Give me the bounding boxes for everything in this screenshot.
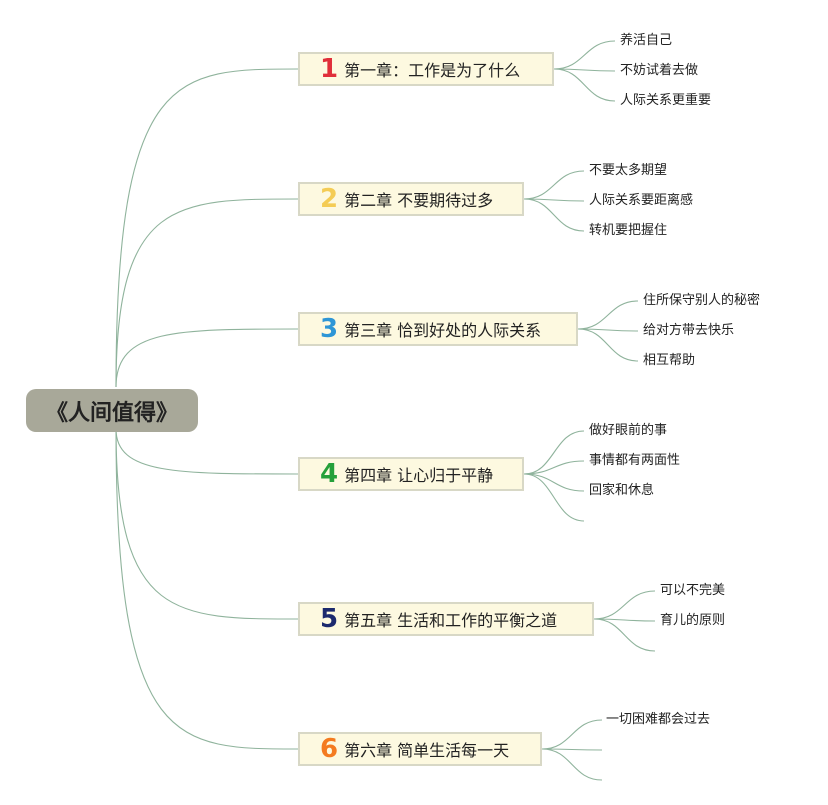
- leaf-item[interactable]: 做好眼前的事: [589, 423, 668, 438]
- root-link-2: [115, 198, 299, 388]
- leaf-item[interactable]: 相互帮助: [643, 353, 696, 368]
- leaf-link: [523, 198, 585, 232]
- chapter-title: 第四章 让心归于平静: [344, 466, 494, 485]
- leaf-item[interactable]: 养活自己: [620, 33, 673, 48]
- chapter-title: 第一章：工作是为了什么: [344, 61, 521, 80]
- leaf-link: [523, 460, 585, 475]
- chapter-node-5[interactable]: 5 第五章 生活和工作的平衡之道: [298, 602, 594, 636]
- chapter-node-4[interactable]: 4 第四章 让心归于平静: [298, 457, 524, 491]
- leaf-link: [523, 170, 585, 200]
- chapter-number: 4: [320, 459, 339, 489]
- leaf-item[interactable]: 不要太多期望: [589, 163, 668, 178]
- leaf-link: [523, 473, 585, 522]
- leaf-item[interactable]: 事情都有两面性: [589, 453, 681, 468]
- chapter-number: 1: [320, 54, 339, 84]
- leaf-item[interactable]: 转机要把握住: [589, 223, 668, 238]
- chapter-title: 第五章 生活和工作的平衡之道: [344, 611, 558, 630]
- leaf-link: [541, 748, 603, 781]
- leaf-item[interactable]: 一切困难都会过去: [606, 712, 711, 727]
- chapter-number: 5: [320, 604, 339, 634]
- chapter-node-3[interactable]: 3 第三章 恰到好处的人际关系: [298, 312, 578, 346]
- chapter-number: 3: [320, 314, 339, 344]
- leaf-item[interactable]: 回家和休息: [589, 483, 655, 498]
- root-link-5: [115, 428, 299, 620]
- root-link-6: [115, 428, 299, 750]
- chapter-node-2[interactable]: 2 第二章 不要期待过多: [298, 182, 524, 216]
- chapter-number: 6: [320, 734, 339, 764]
- leaf-item[interactable]: 人际关系要距离感: [589, 193, 694, 208]
- chapter-node-1[interactable]: 1 第一章：工作是为了什么: [298, 52, 554, 86]
- leaf-link: [553, 40, 616, 70]
- leaf-link: [553, 68, 616, 102]
- leaf-item[interactable]: 育儿的原则: [660, 613, 726, 628]
- root-node[interactable]: 《人间值得》: [26, 389, 198, 432]
- leaf-link: [523, 430, 585, 475]
- root-link-3: [115, 328, 299, 388]
- leaf-item[interactable]: 人际关系更重要: [620, 93, 712, 108]
- chapter-title: 第六章 简单生活每一天: [344, 741, 510, 760]
- chapter-title: 第二章 不要期待过多: [344, 191, 494, 210]
- leaf-item[interactable]: 不妨试着去做: [620, 63, 699, 78]
- leaf-link: [523, 473, 585, 492]
- leaf-link: [577, 300, 639, 330]
- leaf-item[interactable]: 住所保守别人的秘密: [643, 293, 761, 308]
- root-title: 《人间值得》: [45, 400, 178, 426]
- chapter-number: 2: [320, 184, 339, 214]
- chapter-title: 第三章 恰到好处的人际关系: [344, 321, 542, 340]
- leaf-item[interactable]: 给对方带去快乐: [643, 323, 735, 338]
- chapter-node-6[interactable]: 6 第六章 简单生活每一天: [298, 732, 542, 766]
- leaf-link: [593, 590, 656, 620]
- leaf-link: [593, 618, 656, 652]
- leaf-link: [541, 719, 603, 750]
- leaf-item[interactable]: 可以不完美: [660, 583, 726, 598]
- leaf-link: [577, 328, 639, 362]
- root-link-4: [115, 428, 299, 475]
- root-link-1: [115, 68, 299, 388]
